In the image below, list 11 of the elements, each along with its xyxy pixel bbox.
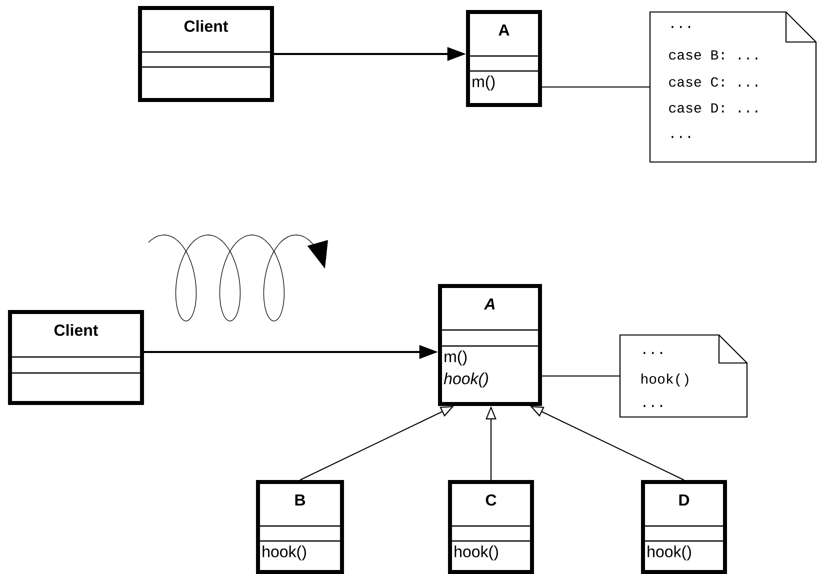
class-box: C hook() xyxy=(448,480,534,574)
class-box: Client xyxy=(138,6,274,102)
class-box: Client xyxy=(8,310,144,405)
class-box: D hook() xyxy=(641,480,727,574)
note-connector xyxy=(542,375,620,377)
note-box: ... hook() ... xyxy=(619,334,748,418)
class-box: A m() xyxy=(466,10,542,107)
class-box: B hook() xyxy=(256,480,344,574)
class-box: A m() hook() xyxy=(438,284,542,406)
note-connector xyxy=(542,86,650,88)
note-box: ... case B: ... case C: ... case D: ... ... xyxy=(649,11,817,163)
